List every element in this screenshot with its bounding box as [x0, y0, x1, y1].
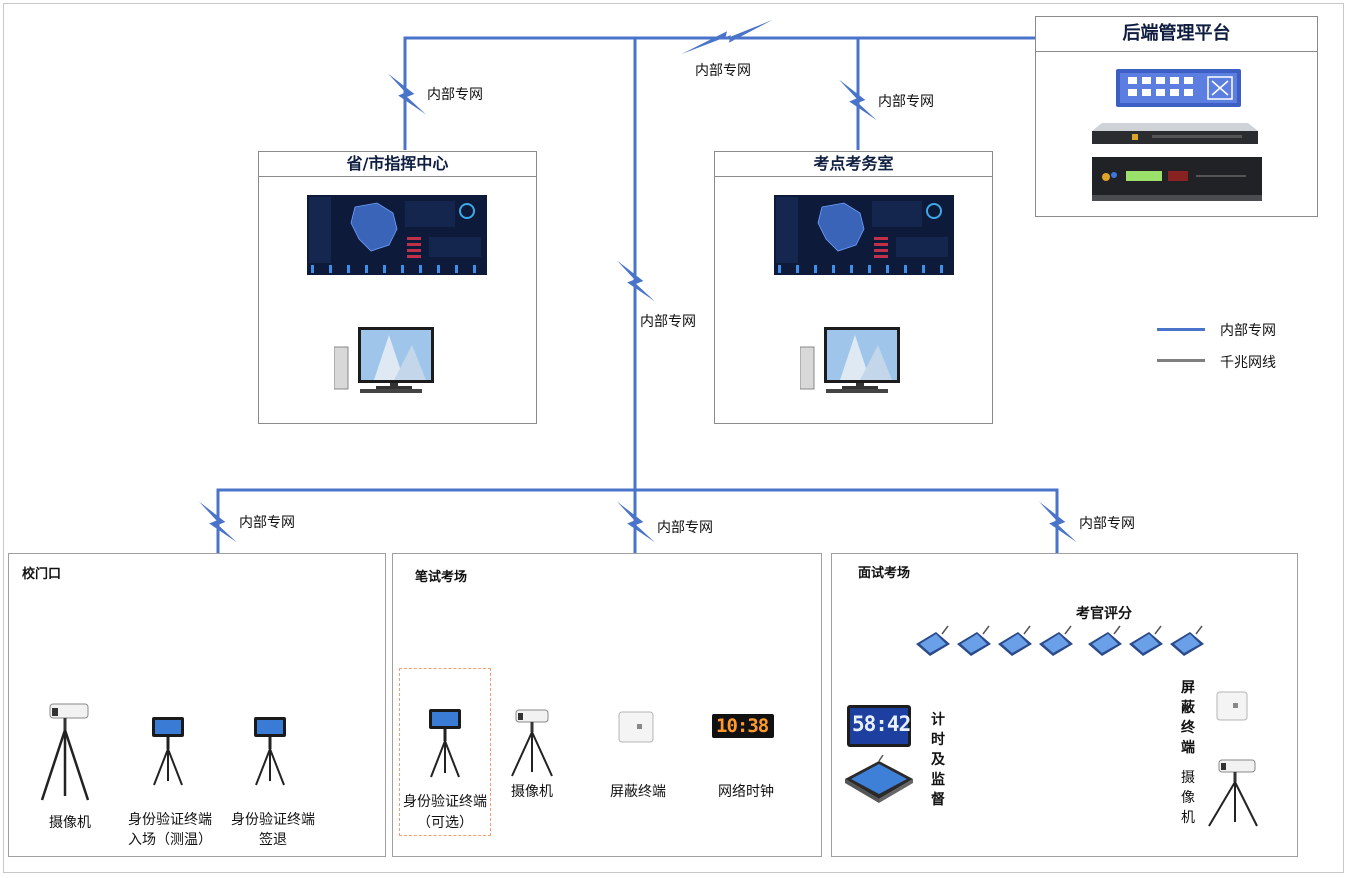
camera-tripod-icon: [511, 709, 553, 777]
id-terminal-icon: [429, 709, 461, 778]
legend-swatch-gigabit: [1157, 359, 1205, 362]
shield-vertical-label: 屏 蔽 终 端: [1181, 680, 1195, 756]
legend-label-gigabit: 千兆网线: [1220, 355, 1276, 371]
diagram-frame: [3, 3, 1344, 873]
lightning-icon: [387, 73, 427, 115]
workstation-icon: [800, 327, 900, 393]
network-label: 内部专网: [657, 520, 713, 536]
dashboard-screen-icon: [774, 195, 954, 275]
written-camera-label: 摄像机: [511, 784, 553, 800]
legend-label-network: 内部专网: [1220, 323, 1276, 339]
network-clock-icon: 10:38: [712, 714, 774, 738]
camera-tripod-icon: [40, 703, 90, 801]
written-id-sub: （可选）: [417, 815, 473, 831]
timer-screen-icon: 58:42: [847, 705, 911, 747]
network-label: 内部专网: [695, 63, 751, 79]
scoring-terminals: [916, 625, 1205, 657]
backend-panel: 后端管理平台: [1035, 16, 1318, 217]
gate-id-entry-label: 身份验证终端: [128, 812, 212, 828]
written-clock-label: 网络时钟: [718, 784, 774, 800]
network-label: 内部专网: [239, 515, 295, 531]
gate-camera-label: 摄像机: [49, 815, 91, 831]
zone-interview-title: 面试考场: [858, 566, 911, 581]
dashboard-screen-icon: [307, 195, 487, 275]
workstation-icon: [334, 327, 434, 393]
gate-id-entry-sub: 入场（测温）: [128, 832, 212, 848]
zone-written: [392, 553, 822, 857]
network-label: 内部专网: [640, 314, 696, 330]
network-label: 内部专网: [878, 94, 934, 110]
network-label: 内部专网: [1079, 516, 1135, 532]
clock-display: 10:38: [716, 715, 769, 737]
server-rack-icon: [1092, 157, 1262, 201]
camera-vertical-label: 摄 像 机: [1181, 770, 1195, 826]
zone-written-title: 笔试考场: [415, 570, 468, 585]
written-shield-label: 屏蔽终端: [610, 784, 666, 800]
gate-id-exit-label: 身份验证终端: [231, 812, 315, 828]
legend-swatch-network: [1157, 328, 1205, 331]
written-id-label: 身份验证终端: [403, 794, 487, 810]
shield-terminal-icon: [1216, 691, 1248, 721]
id-terminal-icon: [152, 717, 184, 786]
optional-device-frame: [399, 668, 491, 836]
shield-terminal-icon: [618, 711, 654, 743]
camera-tripod-icon: [1208, 759, 1258, 827]
backend-title: 后端管理平台: [1036, 17, 1317, 52]
network-label: 内部专网: [427, 87, 483, 103]
timer-display: 58:42: [852, 712, 911, 736]
supervision-terminal-icon: [845, 755, 913, 803]
gate-id-exit-sub: 签退: [259, 832, 287, 848]
exam-office-title: 考点考务室: [715, 152, 992, 177]
zone-gate-title: 校门口: [22, 567, 62, 582]
id-terminal-icon: [254, 717, 286, 786]
scoring-label: 考官评分: [1076, 606, 1132, 622]
timer-vertical-label: 计 时 及 监 督: [931, 712, 945, 808]
server-1u-icon: [1092, 123, 1258, 144]
command-center-title: 省/市指挥中心: [259, 152, 536, 177]
switch-icon: [1116, 69, 1241, 107]
